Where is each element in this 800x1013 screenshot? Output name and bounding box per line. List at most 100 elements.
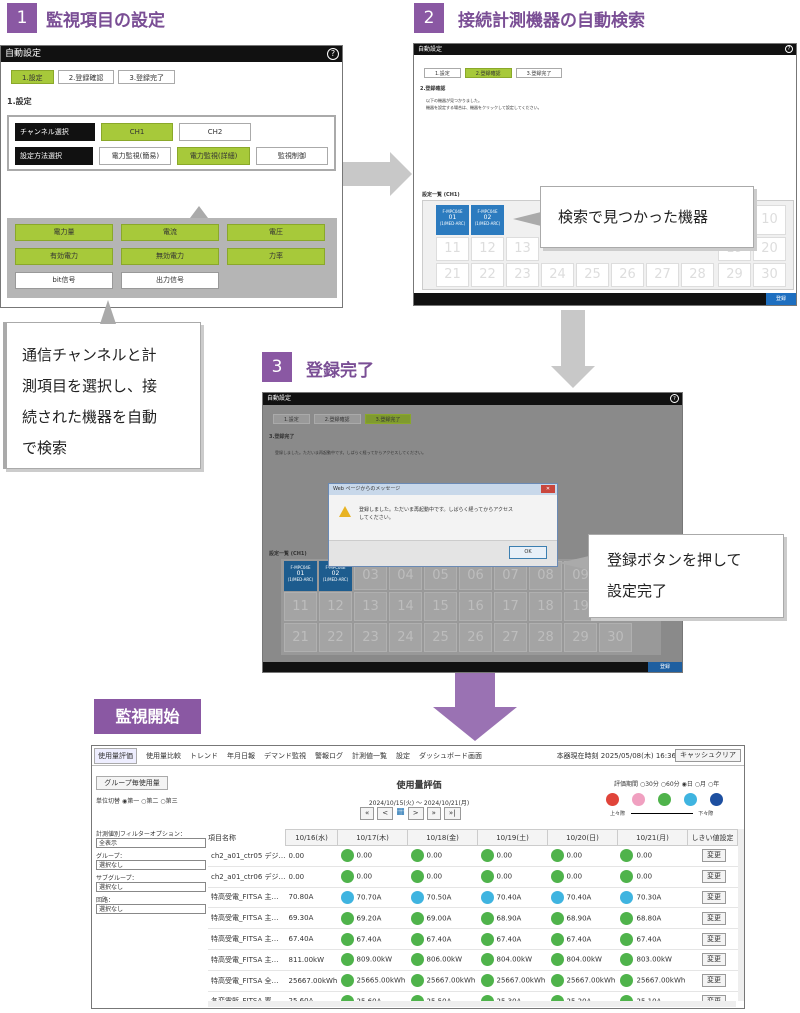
grid-cell[interactable]: 18 [529, 592, 562, 621]
tab-settings[interactable]: 設定 [396, 752, 410, 760]
crumb-step3[interactable]: 3.登録完了 [118, 70, 176, 84]
register-button[interactable]: 登録 [766, 293, 796, 305]
tab-trend[interactable]: トレンド [190, 752, 218, 760]
crumb-step2[interactable]: 2.登録確認 [57, 70, 115, 84]
tab-daily-report[interactable]: 年月日報 [227, 752, 255, 760]
grid-cell[interactable]: 14 [389, 592, 422, 621]
tab-measurement-list[interactable]: 計測値一覧 [352, 752, 387, 760]
item-current-button[interactable]: 電流 [121, 224, 219, 241]
grid-cell[interactable]: 21 [436, 263, 469, 287]
grid-cell[interactable]: 23 [354, 623, 387, 652]
tab-alarm-log[interactable]: 警報ログ [315, 752, 343, 760]
fast-forward-button[interactable]: » [426, 807, 441, 820]
threshold-change-button[interactable]: 変更 [702, 890, 726, 904]
cache-clear-button[interactable]: キャッシュクリア [675, 749, 741, 762]
crumb-step2[interactable]: 2.登録確認 [464, 68, 512, 78]
dialog-close-icon[interactable]: ✕ [541, 485, 555, 493]
crumb-step3[interactable]: 3.登録完了 [515, 68, 563, 78]
horizontal-scrollbar[interactable] [208, 1001, 736, 1007]
period-30min[interactable]: ○30分 [639, 781, 659, 788]
crumb-step2[interactable]: 2.登録確認 [313, 414, 361, 424]
calendar-icon[interactable]: ▦ [396, 807, 405, 817]
grid-cell[interactable]: 21 [284, 623, 317, 652]
unit-radio-1[interactable]: ◉第一 [121, 798, 140, 805]
threshold-change-button[interactable]: 変更 [702, 849, 726, 863]
crumb-step3[interactable]: 3.登録完了 [364, 414, 412, 424]
method-detail-button[interactable]: 電力監視(詳細) [177, 147, 250, 165]
tab-usage-comparison[interactable]: 使用量比較 [146, 752, 181, 760]
method-control-button[interactable]: 監視制御 [255, 147, 328, 165]
grid-cell[interactable]: 25 [424, 623, 457, 652]
help-icon[interactable]: ? [785, 45, 793, 53]
channel-ch2-button[interactable]: CH2 [179, 123, 251, 141]
grid-cell[interactable]: 11 [436, 237, 469, 261]
group-usage-button[interactable]: グループ毎使用量 [96, 776, 168, 790]
crumb-step1[interactable]: 1.設定 [273, 414, 310, 424]
grid-cell[interactable]: 30 [599, 623, 632, 652]
item-bit-signal-button[interactable]: bit信号 [15, 272, 113, 289]
threshold-change-button[interactable]: 変更 [702, 911, 726, 925]
channel-ch1-button[interactable]: CH1 [101, 123, 173, 141]
grid-cell[interactable]: 27 [646, 263, 679, 287]
grid-cell[interactable]: 25 [576, 263, 609, 287]
register-button[interactable]: 登録 [648, 662, 682, 672]
grid-cell[interactable]: 26 [611, 263, 644, 287]
grid-cell[interactable]: 11 [284, 592, 317, 621]
item-power-factor-button[interactable]: 力率 [227, 248, 325, 265]
prev-button[interactable]: < [377, 807, 394, 820]
help-icon[interactable]: ? [670, 394, 679, 403]
period-60min[interactable]: ○60分 [660, 781, 680, 788]
grid-cell[interactable]: 28 [529, 623, 562, 652]
last-page-button[interactable]: »| [443, 807, 461, 820]
filter-select[interactable]: 全表示 [96, 838, 206, 848]
grid-cell[interactable]: 12 [471, 237, 504, 261]
item-energy-button[interactable]: 電力量 [15, 224, 113, 241]
grid-cell[interactable]: 15 [424, 592, 457, 621]
item-reactive-power-button[interactable]: 無効電力 [121, 248, 219, 265]
threshold-change-button[interactable]: 変更 [702, 994, 726, 1001]
grid-cell[interactable]: 28 [681, 263, 714, 287]
threshold-change-button[interactable]: 変更 [702, 870, 726, 884]
grid-cell[interactable]: 23 [506, 263, 539, 287]
grid-cell[interactable]: 10 [753, 205, 786, 235]
ok-button[interactable]: OK [509, 546, 547, 559]
grid-cell[interactable]: 29 [718, 263, 751, 287]
subgroup-select[interactable]: 選択なし [96, 882, 206, 892]
period-day[interactable]: ◉日 [681, 781, 693, 788]
period-month[interactable]: ○月 [694, 781, 707, 788]
grid-cell[interactable]: 13 [506, 237, 539, 261]
circuit-select[interactable]: 選択なし [96, 904, 206, 914]
grid-cell[interactable]: 12 [319, 592, 352, 621]
first-page-button[interactable]: « [360, 807, 375, 820]
unit-radio-2[interactable]: ○第二 [141, 798, 159, 805]
grid-cell[interactable]: 17 [494, 592, 527, 621]
tab-usage-evaluation[interactable]: 使用量評価 [94, 748, 137, 764]
next-button[interactable]: > [407, 807, 424, 820]
grid-cell[interactable]: 22 [471, 263, 504, 287]
crumb-step1[interactable]: 1.設定 [424, 68, 461, 78]
threshold-change-button[interactable]: 変更 [702, 932, 726, 946]
grid-cell[interactable]: 26 [459, 623, 492, 652]
item-output-signal-button[interactable]: 出力信号 [121, 272, 219, 289]
help-icon[interactable]: ? [327, 48, 339, 60]
grid-cell[interactable]: 20 [753, 237, 786, 261]
grid-cell[interactable]: 13 [354, 592, 387, 621]
grid-cell[interactable]: 29 [564, 623, 597, 652]
vertical-scrollbar[interactable] [738, 829, 744, 1001]
period-year[interactable]: ○年 [707, 781, 720, 788]
threshold-change-button[interactable]: 変更 [702, 953, 726, 967]
threshold-change-button[interactable]: 変更 [702, 974, 726, 988]
grid-cell[interactable]: 16 [459, 592, 492, 621]
grid-cell[interactable]: 24 [541, 263, 574, 287]
grid-cell[interactable]: 27 [494, 623, 527, 652]
method-simple-button[interactable]: 電力監視(簡易) [99, 147, 172, 165]
unit-radio-3[interactable]: ○第三 [160, 798, 178, 805]
item-active-power-button[interactable]: 有効電力 [15, 248, 113, 265]
crumb-step1[interactable]: 1.設定 [11, 70, 54, 84]
item-voltage-button[interactable]: 電圧 [227, 224, 325, 241]
group-select[interactable]: 選択なし [96, 860, 206, 870]
tab-dashboard[interactable]: ダッシュボード画面 [419, 752, 482, 760]
